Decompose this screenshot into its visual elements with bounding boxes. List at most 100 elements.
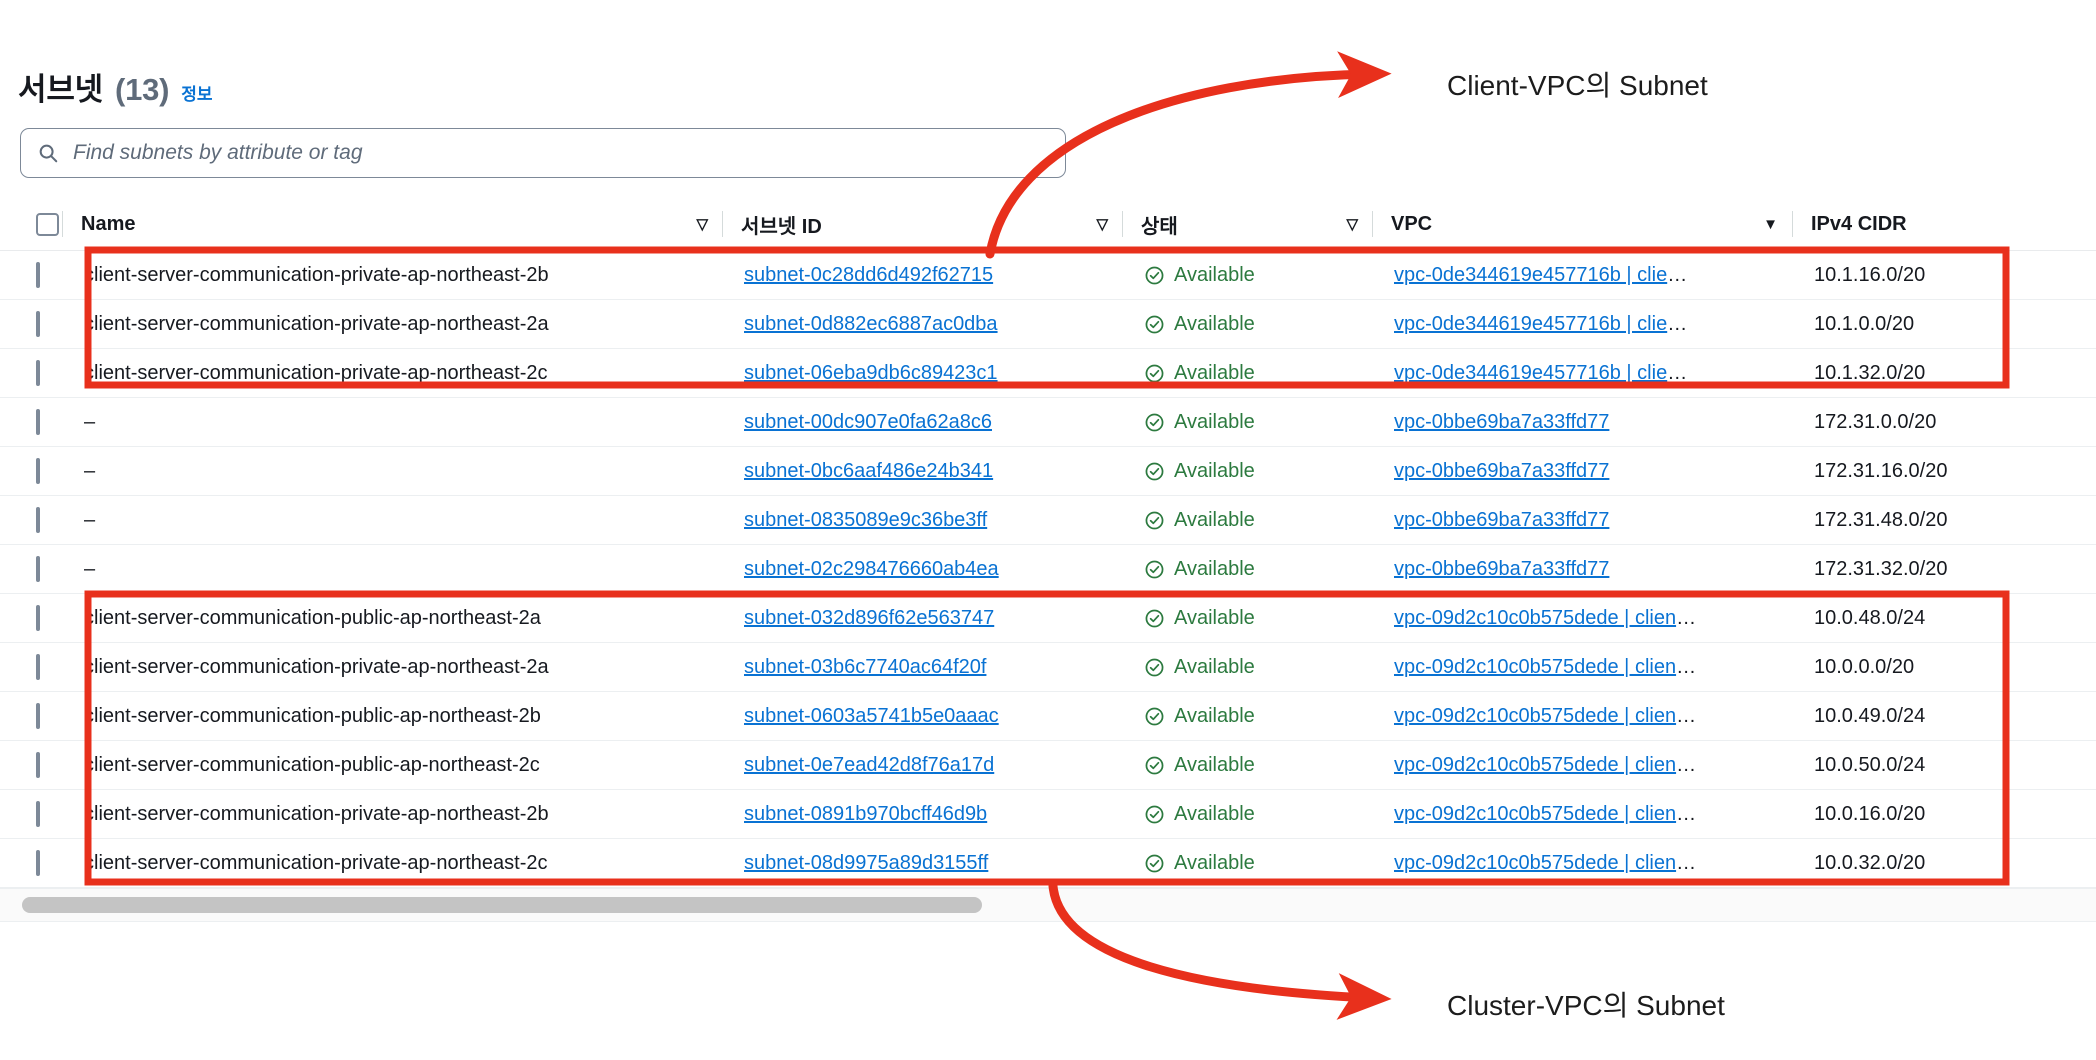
cell-overflow: [2092, 299, 2096, 349]
cell-overflow: [2092, 740, 2096, 790]
subnet-id-link[interactable]: subnet-0d882ec6887ac0dba: [744, 312, 998, 335]
select-all-header: [0, 198, 62, 251]
column-header-state[interactable]: 상태 ▽: [1122, 198, 1372, 251]
cell-ipv4-cidr: 10.0.0.0/20: [1792, 642, 2092, 692]
column-header-name[interactable]: Name ▽: [62, 198, 722, 251]
info-link[interactable]: 정보: [181, 85, 213, 104]
vpc-link[interactable]: vpc-09d2c10c0b575dede | clien: [1394, 655, 1677, 678]
table-row[interactable]: – subnet-0bc6aaf486e24b341 Available vpc-0b…: [0, 446, 2096, 496]
row-checkbox[interactable]: [36, 800, 40, 827]
vpc-link[interactable]: vpc-09d2c10c0b575dede | clien: [1394, 753, 1677, 776]
status-available-icon: [1144, 608, 1165, 629]
column-header-subnet-id[interactable]: 서브넷 ID ▽: [722, 198, 1122, 251]
row-select-cell: [0, 299, 62, 349]
table-row[interactable]: client-server-communication-public-ap-no…: [0, 740, 2096, 790]
search-input[interactable]: [71, 140, 1049, 166]
row-checkbox[interactable]: [36, 653, 40, 680]
horizontal-scrollbar[interactable]: [0, 888, 2096, 922]
subnet-id-link[interactable]: subnet-0e7ead42d8f76a17d: [744, 753, 995, 776]
search-bar[interactable]: [20, 128, 1066, 178]
table-row[interactable]: client-server-communication-private-ap-n…: [0, 838, 2096, 888]
sort-desc-icon[interactable]: ▽: [1346, 215, 1358, 233]
row-checkbox[interactable]: [36, 359, 40, 386]
subnet-id-link[interactable]: subnet-0891b970bcff46d9b: [744, 802, 988, 825]
cell-overflow: [2092, 250, 2096, 300]
ipv4-cidr-text: 10.0.49.0/24: [1814, 704, 1926, 727]
vpc-link[interactable]: vpc-0de344619e457716b | clie: [1394, 361, 1668, 384]
vpc-link[interactable]: vpc-09d2c10c0b575dede | clien: [1394, 704, 1677, 727]
subnet-id-link[interactable]: subnet-00dc907e0fa62a8c6: [744, 410, 992, 433]
status-available-icon: [1144, 510, 1165, 531]
status-text: Available: [1174, 655, 1255, 678]
row-checkbox[interactable]: [36, 751, 40, 778]
subnet-id-link[interactable]: subnet-06eba9db6c89423c1: [744, 361, 998, 384]
truncation-ellipsis: …: [1676, 851, 1697, 874]
subnet-id-link[interactable]: subnet-03b6c7740ac64f20f: [744, 655, 987, 678]
table-row[interactable]: client-server-communication-public-ap-no…: [0, 691, 2096, 741]
table-row[interactable]: client-server-communication-private-ap-n…: [0, 250, 2096, 300]
row-select-cell: [0, 740, 62, 790]
cell-subnet-id: subnet-0603a5741b5e0aaac: [722, 691, 1122, 741]
row-checkbox[interactable]: [36, 457, 40, 484]
cell-vpc: vpc-0bbe69ba7a33ffd77: [1372, 397, 1792, 447]
table-row[interactable]: client-server-communication-private-ap-n…: [0, 789, 2096, 839]
row-checkbox[interactable]: [36, 702, 40, 729]
vpc-link[interactable]: vpc-0de344619e457716b | clie: [1394, 263, 1668, 286]
ipv4-cidr-text: 172.31.16.0/20: [1814, 459, 1948, 482]
vpc-link[interactable]: vpc-09d2c10c0b575dede | clien: [1394, 802, 1677, 825]
subnet-id-link[interactable]: subnet-02c298476660ab4ea: [744, 557, 999, 580]
cell-vpc: vpc-09d2c10c0b575dede | clien…: [1372, 740, 1792, 790]
vpc-link[interactable]: vpc-0bbe69ba7a33ffd77: [1394, 508, 1610, 531]
row-checkbox[interactable]: [36, 849, 40, 876]
subnet-id-link[interactable]: subnet-0603a5741b5e0aaac: [744, 704, 999, 727]
subnet-id-link[interactable]: subnet-08d9975a89d3155ff: [744, 851, 989, 874]
row-checkbox[interactable]: [36, 408, 40, 435]
cell-overflow: [2092, 544, 2096, 594]
subnet-name-text: client-server-communication-public-ap-no…: [84, 704, 541, 727]
subnet-id-link[interactable]: subnet-032d896f62e563747: [744, 606, 995, 629]
sort-desc-icon[interactable]: ▽: [1096, 215, 1108, 233]
row-checkbox[interactable]: [36, 310, 40, 337]
vpc-link[interactable]: vpc-0de344619e457716b | clie: [1394, 312, 1668, 335]
page-title: 서브넷: [18, 72, 103, 107]
column-header-ipv4-cidr[interactable]: IPv4 CIDR: [1792, 198, 2092, 251]
status-text: Available: [1174, 557, 1255, 580]
row-checkbox[interactable]: [36, 261, 40, 288]
status-text: Available: [1174, 459, 1255, 482]
vpc-link[interactable]: vpc-0bbe69ba7a33ffd77: [1394, 557, 1610, 580]
row-checkbox[interactable]: [36, 555, 40, 582]
column-header-overflow[interactable]: ▽: [2092, 198, 2096, 251]
table-row[interactable]: client-server-communication-private-ap-n…: [0, 642, 2096, 692]
select-all-checkbox[interactable]: [36, 212, 59, 236]
vpc-link[interactable]: vpc-09d2c10c0b575dede | clien: [1394, 606, 1677, 629]
status-text: Available: [1174, 263, 1255, 286]
ipv4-cidr-text: 10.0.0.0/20: [1814, 655, 1915, 678]
vpc-link[interactable]: vpc-0bbe69ba7a33ffd77: [1394, 459, 1610, 482]
column-header-state-label: 상태: [1141, 215, 1178, 238]
subnet-name-text: –: [84, 459, 96, 482]
row-checkbox[interactable]: [36, 506, 40, 533]
row-select-cell: [0, 593, 62, 643]
subnet-id-link[interactable]: subnet-0bc6aaf486e24b341: [744, 459, 994, 482]
subnet-name-text: client-server-communication-public-ap-no…: [84, 753, 540, 776]
status-available-icon: [1144, 755, 1165, 776]
row-checkbox[interactable]: [36, 604, 40, 631]
table-row[interactable]: client-server-communication-private-ap-n…: [0, 299, 2096, 349]
cell-state: Available: [1122, 789, 1372, 839]
cell-ipv4-cidr: 10.1.16.0/20: [1792, 250, 2092, 300]
scrollbar-thumb[interactable]: [22, 897, 982, 913]
sort-desc-icon[interactable]: ▽: [696, 215, 708, 233]
cell-subnet-id: subnet-0835089e9c36be3ff: [722, 495, 1122, 545]
subnet-id-link[interactable]: subnet-0c28dd6d492f62715: [744, 263, 994, 286]
vpc-link[interactable]: vpc-09d2c10c0b575dede | clien: [1394, 851, 1677, 874]
sort-desc-active-icon[interactable]: ▼: [1763, 215, 1778, 233]
table-row[interactable]: client-server-communication-public-ap-no…: [0, 593, 2096, 643]
column-header-vpc[interactable]: VPC ▼: [1372, 198, 1792, 251]
table-row[interactable]: client-server-communication-private-ap-n…: [0, 348, 2096, 398]
vpc-link[interactable]: vpc-0bbe69ba7a33ffd77: [1394, 410, 1610, 433]
column-header-subnet-id-label: 서브넷 ID: [741, 215, 822, 238]
subnet-id-link[interactable]: subnet-0835089e9c36be3ff: [744, 508, 988, 531]
